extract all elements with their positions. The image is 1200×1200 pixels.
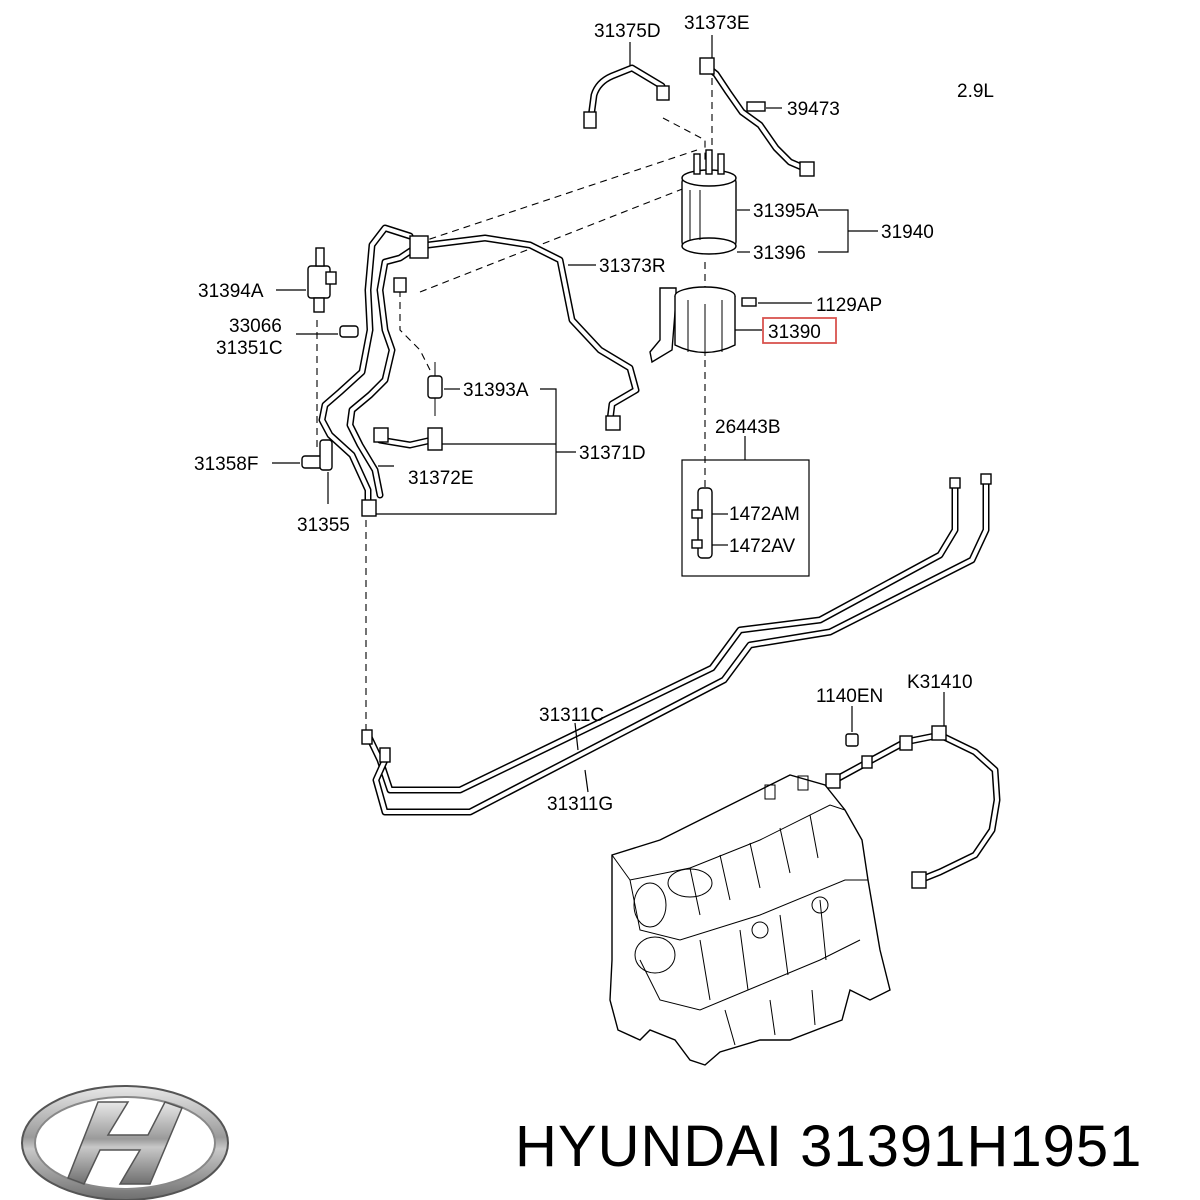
label-31390: 31390 xyxy=(768,322,821,343)
label-31358F: 31358F xyxy=(194,454,258,475)
label-31396: 31396 xyxy=(753,243,806,264)
label-31371D: 31371D xyxy=(579,443,646,464)
label-31311C: 31311C xyxy=(539,705,604,726)
label-31311G: 31311G xyxy=(547,794,613,815)
hose-31375D xyxy=(583,64,670,129)
hose-31373R xyxy=(416,234,640,431)
hyundai-logo-icon xyxy=(21,1085,229,1200)
label-1140EN: 1140EN xyxy=(816,686,883,707)
label-31373E: 31373E xyxy=(684,13,750,34)
leader-31311G xyxy=(584,769,589,793)
valve-31394A xyxy=(307,247,337,313)
fuel-line-31311G xyxy=(372,473,992,816)
filter-bracket xyxy=(649,286,757,364)
brand-part-number: HYUNDAI 31391H1951 xyxy=(515,1113,1142,1180)
label-31351C: 31351C xyxy=(216,338,283,359)
label-33066: 33066 xyxy=(229,316,282,337)
clip-31355 xyxy=(319,439,333,471)
label-31940: 31940 xyxy=(881,222,934,243)
fuel-filter-assembly xyxy=(681,149,737,255)
label-31355: 31355 xyxy=(297,515,350,536)
highlight-box-31390 xyxy=(762,317,837,344)
bracket-31371D xyxy=(376,388,557,515)
bracket-31940 xyxy=(818,209,878,253)
hose-31371D xyxy=(318,224,443,517)
part-number: 31391H1951 xyxy=(800,1114,1143,1179)
clip-33066 xyxy=(339,325,359,338)
label-31373R: 31373R xyxy=(599,256,666,277)
label-1472AV: 1472AV xyxy=(729,536,796,557)
label-31394A: 31394A xyxy=(198,281,264,302)
label-31393A: 31393A xyxy=(463,380,529,401)
bolt-1140EN xyxy=(845,733,859,747)
dashed-link-d xyxy=(419,174,719,293)
hose-31373E xyxy=(699,57,815,177)
dashed-link-c xyxy=(417,149,698,244)
engine-variant-label: 2.9L xyxy=(957,81,994,102)
label-K31410: K31410 xyxy=(907,672,973,693)
label-1129AP: 1129AP xyxy=(816,295,882,316)
leader-31311C xyxy=(574,722,579,751)
label-31372E: 31372E xyxy=(408,468,474,489)
dashed-link-a xyxy=(662,117,706,160)
kit-box-26443B xyxy=(681,459,810,577)
fuel-line-31311C xyxy=(361,477,961,794)
dashed-link-i xyxy=(399,290,431,371)
sensor-31393A xyxy=(427,362,443,416)
label-39473: 39473 xyxy=(787,99,840,120)
engine-block-icon xyxy=(609,774,891,1066)
hose-K31410 xyxy=(825,725,1001,889)
label-31375D: 31375D xyxy=(594,21,661,42)
label-1472AM: 1472AM xyxy=(729,504,800,525)
brand-name: HYUNDAI xyxy=(515,1114,784,1179)
hose-kit-parts xyxy=(691,487,713,559)
label-31395A: 31395A xyxy=(753,201,819,222)
label-26443B: 26443B xyxy=(715,417,781,438)
